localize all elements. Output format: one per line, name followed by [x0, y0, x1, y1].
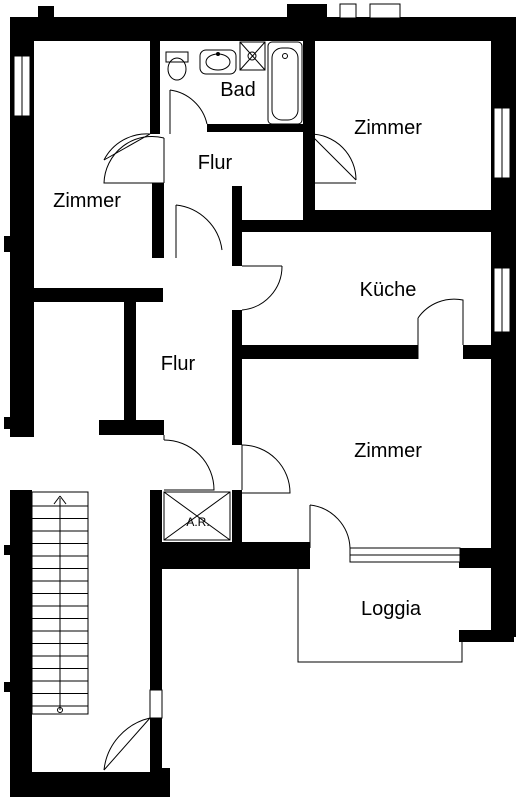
- staircase-icon: [31, 491, 89, 715]
- room-label-ar: A.R.: [186, 515, 209, 529]
- window-icon: [339, 3, 357, 19]
- room-label-flur-upper: Flur: [198, 152, 233, 174]
- door-swing-icon: [163, 435, 215, 491]
- windows: [13, 3, 511, 719]
- window-icon: [149, 689, 163, 719]
- door-swing-icon: [103, 133, 151, 161]
- loggia-outline: [297, 569, 463, 663]
- shower-icon: [239, 41, 266, 71]
- room-labels: Bad Flur Zimmer Zimmer Küche Flur Zimmer…: [53, 79, 422, 620]
- door-swing-icon: [103, 717, 151, 771]
- room-label-zimmer-left: Zimmer: [53, 190, 121, 212]
- door-swing-icon: [417, 298, 464, 359]
- door-swing-icon: [241, 265, 283, 311]
- room-label-zimmer-bottom: Zimmer: [354, 440, 422, 462]
- door-swing-icon: [309, 504, 351, 549]
- doors: [103, 89, 464, 771]
- door-swing-icon: [309, 133, 357, 181]
- room-label-loggia: Loggia: [361, 598, 422, 620]
- door-swing-icon: [169, 89, 208, 134]
- door-swing-icon: [241, 444, 291, 494]
- walls: [4, 4, 516, 797]
- storage-room: [163, 491, 231, 541]
- bathroom-fixtures: [165, 41, 303, 125]
- room-label-kueche: Küche: [360, 279, 417, 301]
- room-label-flur-middle: Flur: [161, 353, 196, 375]
- window-icon: [369, 3, 401, 19]
- door-swing-icon: [103, 135, 165, 184]
- room-label-zimmer-right-top: Zimmer: [354, 117, 422, 139]
- washbasin-icon: [199, 49, 237, 75]
- bathtub-icon: [267, 41, 303, 125]
- room-label-bad: Bad: [220, 79, 256, 101]
- door-swing-icon: [175, 204, 223, 258]
- toilet-icon: [165, 51, 189, 81]
